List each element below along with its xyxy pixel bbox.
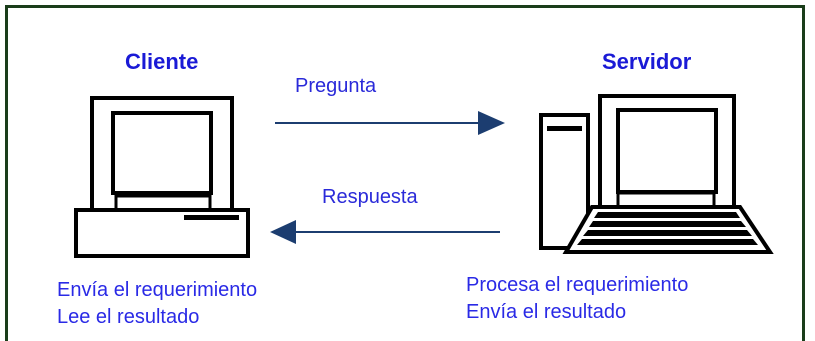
client-caption-line: Envía el requerimiento [57,279,258,301]
server-caption-line: Envía el resultado [466,301,627,323]
client-caption-line: Lee el resultado [57,306,200,328]
diagram-frame [5,5,805,341]
server-title: Servidor [602,49,692,74]
client-drive-slot [184,215,239,220]
request-arrow-label: Pregunta [295,75,377,97]
response-arrow [270,220,500,244]
server-keyboard-keys [577,212,758,245]
server-tower-drive [547,126,582,131]
server-caption-line: Procesa el requerimiento [466,274,689,296]
client-title: Cliente [125,49,199,74]
client-screen [111,111,213,195]
request-arrow [275,111,505,135]
response-arrow-label: Respuesta [322,186,418,208]
